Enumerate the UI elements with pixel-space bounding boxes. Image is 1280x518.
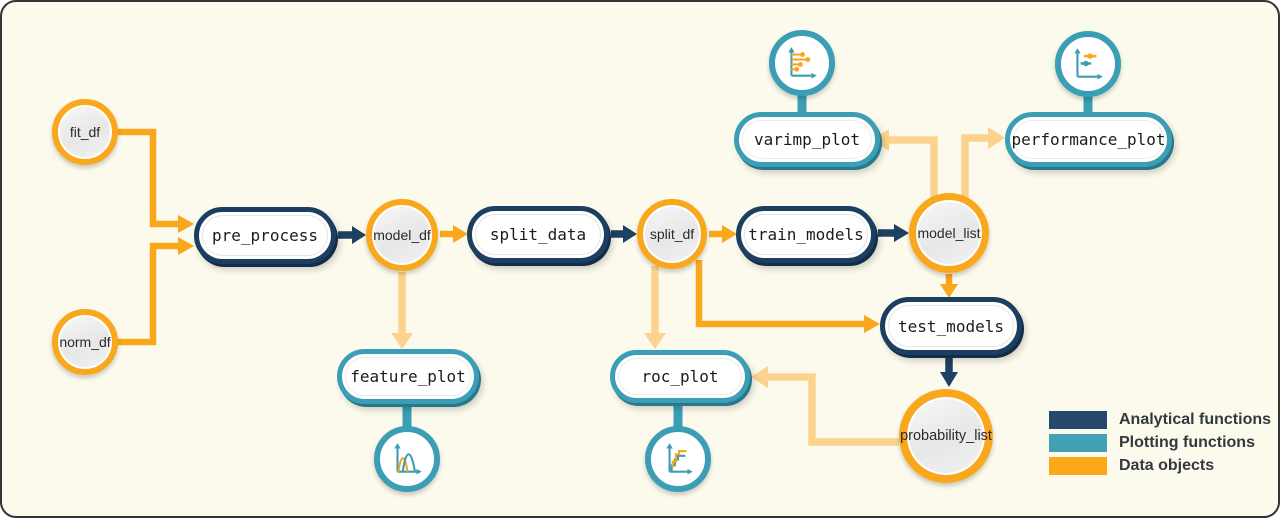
node-roc-plot-label: roc_plot — [641, 367, 719, 386]
node-split-data-label: split_data — [489, 225, 587, 244]
navy-arrows — [338, 224, 958, 387]
density-curves-chart-icon — [374, 426, 440, 492]
point-range-chart-glyph — [1074, 48, 1103, 80]
legend-item-data-objects: Data objects — [1049, 457, 1214, 475]
node-performance-plot: performance_plot — [1005, 112, 1172, 167]
node-test-models-label: test_models — [898, 316, 1004, 336]
orange-arrows — [114, 128, 958, 346]
density-curves-chart-glyph — [394, 443, 422, 475]
roc-step-curves-chart-icon — [645, 426, 711, 492]
legend-item-analytical: Analytical functions — [1049, 411, 1271, 429]
lollipop-bar-chart-glyph — [788, 47, 817, 79]
light-yellow-arrows — [391, 127, 1005, 446]
point-range-chart-icon — [1055, 31, 1121, 97]
node-varimp-plot: varimp_plot — [734, 112, 880, 167]
node-norm-df-label: norm_df — [59, 334, 111, 350]
node-norm-df: norm_df — [52, 309, 118, 375]
node-probability-list-label: probability_list — [900, 428, 992, 444]
legend-swatch-data-objects — [1049, 457, 1107, 475]
node-model-df-label: model_df — [373, 227, 431, 243]
legend-label-plotting: Plotting functions — [1119, 434, 1255, 451]
legend-swatch-plotting — [1049, 434, 1107, 452]
legend-item-plotting: Plotting functions — [1049, 434, 1255, 452]
node-probability-list: probability_list — [899, 389, 993, 483]
node-pre-process-label: pre_process — [212, 226, 318, 245]
node-model-list: model_list — [909, 193, 989, 273]
legend-label-analytical: Analytical functions — [1119, 411, 1272, 428]
node-train-models-label: train_models — [748, 225, 864, 244]
lollipop-bar-chart-icon — [769, 30, 835, 96]
node-model-df: model_df — [366, 199, 438, 271]
node-roc-plot: roc_plot — [610, 350, 750, 403]
legend-label-data-objects: Data objects — [1119, 457, 1215, 474]
node-test-models: test_models — [880, 297, 1022, 355]
node-feature-plot-label: feature_plot — [350, 367, 466, 386]
node-split-df: split_df — [637, 199, 707, 269]
node-pre-process: pre_process — [194, 207, 336, 264]
node-split-data: split_data — [467, 206, 609, 263]
roc-step-curves-chart-glyph — [666, 443, 693, 475]
node-split-df-label: split_df — [649, 226, 695, 242]
node-varimp-plot-label: varimp_plot — [754, 130, 860, 149]
node-feature-plot: feature_plot — [337, 349, 479, 404]
node-fit-df: fit_df — [52, 99, 118, 165]
node-model-list-label: model_list — [917, 225, 981, 241]
legend-swatch-analytical — [1049, 411, 1107, 429]
node-fit-df-label: fit_df — [69, 124, 101, 140]
node-train-models: train_models — [736, 206, 876, 263]
node-performance-plot-label: performance_plot — [1011, 130, 1166, 149]
